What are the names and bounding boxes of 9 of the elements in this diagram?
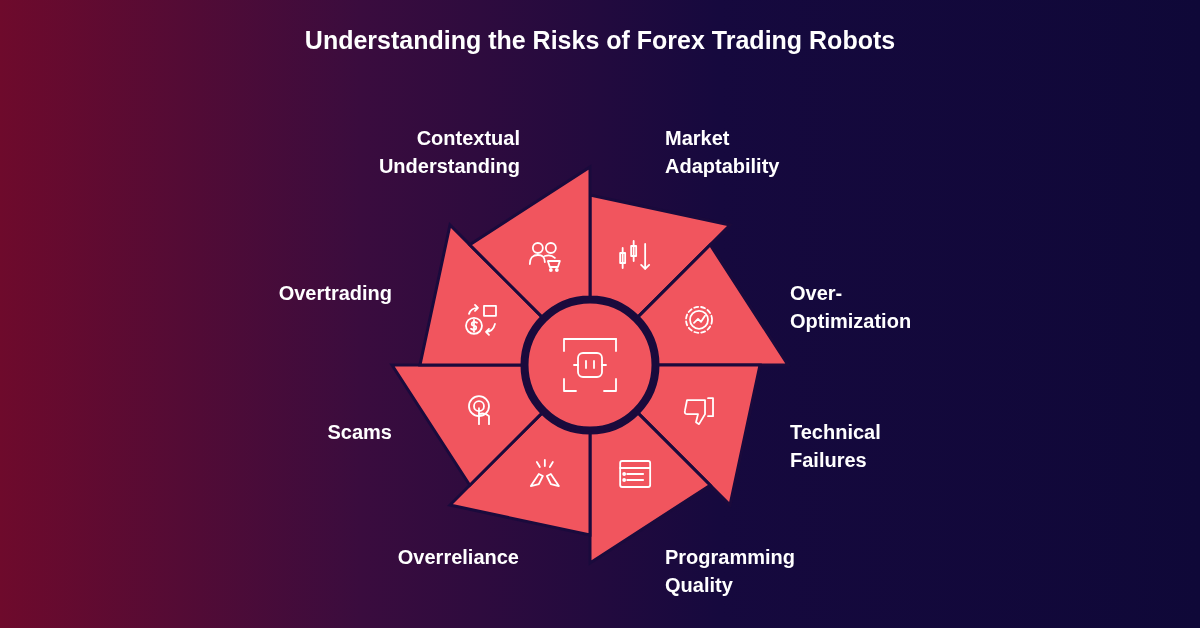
segment-label: Contextual Understanding [377, 126, 520, 179]
segment-label: Technical Failures [790, 420, 882, 473]
segment-label: Overtrading [278, 281, 392, 306]
segment-label: Overreliance [397, 545, 519, 570]
segment-label: Over-Optimization [790, 281, 913, 334]
title: Understanding the Risks of Forex Trading Robots [303, 26, 897, 55]
segment-label: Market Adaptability [665, 126, 781, 179]
segment-label: Scams [327, 420, 392, 445]
segment-label: Programming Quality [665, 545, 797, 598]
